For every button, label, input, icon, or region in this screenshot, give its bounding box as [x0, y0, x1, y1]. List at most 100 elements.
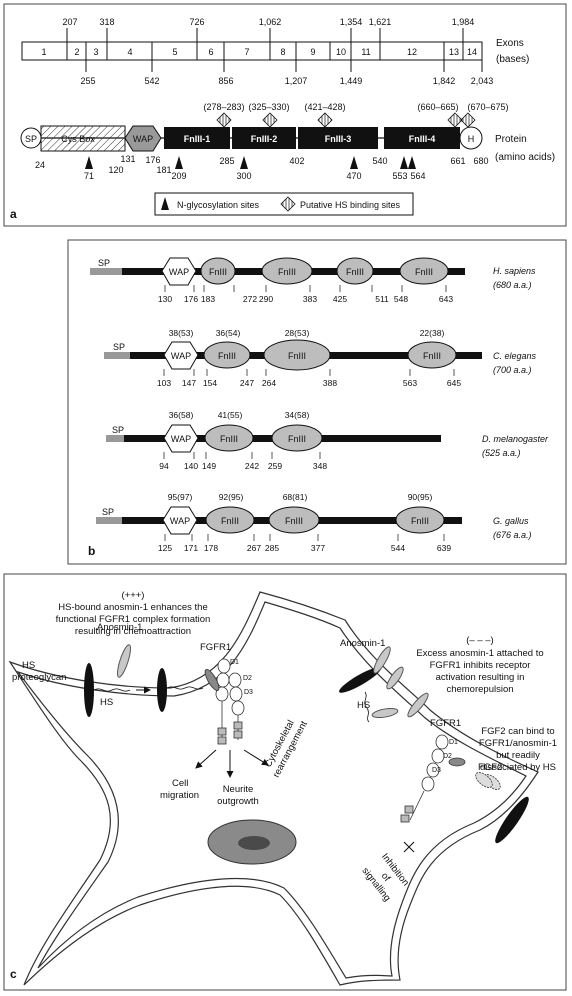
neurite-outgrowth-label: outgrowth — [217, 796, 259, 807]
position-label: 149 — [202, 461, 216, 471]
similarity-score: 95(97) — [168, 492, 193, 502]
similarity-score: 38(53) — [169, 328, 194, 338]
domain-label-d3: D3 — [432, 767, 441, 774]
exon-number: 14 — [467, 47, 477, 57]
fgf2-note-line: FGFR1/anosmin-1 — [479, 738, 557, 749]
n-glycosylation-icon — [175, 156, 183, 169]
position-label: 94 — [159, 461, 169, 471]
hs-left-label: HS — [100, 697, 113, 708]
species-length: (525 a.a.) — [482, 448, 521, 458]
position-label: 130 — [158, 294, 172, 304]
sp-label: SP — [25, 134, 37, 144]
similarity-score: 36(54) — [216, 328, 241, 338]
position-label: 563 — [403, 378, 417, 388]
sp-label: SP — [102, 507, 114, 517]
position-label: 377 — [311, 543, 325, 553]
hs-proteoglycan — [339, 667, 381, 693]
signal-peptide — [96, 517, 122, 524]
anosmin-1 — [373, 646, 391, 674]
fgf2-note-line: FGF2 can bind to — [481, 726, 554, 737]
exon-number: 2 — [74, 47, 79, 57]
position-label: 140 — [184, 461, 198, 471]
exon-number: 6 — [208, 47, 213, 57]
fn3-label: FnIII-3 — [325, 134, 352, 144]
wap-domain — [163, 341, 199, 370]
position-label: 259 — [268, 461, 282, 471]
exon-number: 7 — [244, 47, 249, 57]
n-glycosylation-icon — [161, 197, 169, 210]
hs-proteoglycan-label: proteoglycan — [12, 672, 66, 683]
fniii-domain — [407, 341, 457, 369]
fniii-label: FnIII — [209, 267, 227, 277]
hs-binding-icon — [280, 196, 296, 212]
right-text-line: Excess anosmin-1 attached to — [416, 648, 543, 659]
hs-range: (278–283) — [203, 102, 244, 112]
protein-label: Protein — [495, 134, 527, 145]
exon-top-label: 318 — [99, 17, 114, 27]
right-text-line: activation resulting in — [436, 672, 525, 683]
position-label: 71 — [84, 171, 94, 181]
cysbox-domain — [40, 125, 126, 152]
species-length: (700 a.a.) — [493, 365, 532, 375]
cell-migration-label: Cell — [172, 778, 188, 789]
hs-range: (421–428) — [304, 102, 345, 112]
fn2-domain — [232, 127, 296, 149]
left-text-line: HS-bound anosmin-1 enhances the — [58, 602, 207, 613]
hs-range: (670–675) — [467, 102, 508, 112]
exon-top-label: 1,062 — [259, 17, 282, 27]
exons-label: Exons — [496, 38, 524, 49]
anosmin-left-label: Anosmin-1 — [97, 622, 142, 633]
fniii-domain — [203, 341, 251, 369]
bases-label: (bases) — [496, 54, 529, 65]
position-label: 402 — [289, 156, 304, 166]
hs-binding-icons — [216, 112, 476, 128]
exon-bottom-label: 1,449 — [340, 76, 363, 86]
position-label: 183 — [201, 294, 215, 304]
position-label: 643 — [439, 294, 453, 304]
position-label: 264 — [262, 378, 276, 388]
domain-label-d2: D2 — [243, 675, 252, 682]
position-label: 171 — [184, 543, 198, 553]
fniii-label: FnIII — [278, 267, 296, 277]
species-length: (676 a.a.) — [493, 530, 532, 540]
position-label: 540 — [372, 156, 387, 166]
fn4-label: FnIII-4 — [409, 134, 436, 144]
fniii-domain — [204, 424, 254, 452]
fniii-domain — [200, 257, 236, 285]
species-name: G. gallus — [493, 516, 529, 526]
exon-top-label: 1,984 — [452, 17, 475, 27]
hs-proteoglycan — [495, 796, 529, 844]
fniii-label: FnIII — [411, 516, 429, 526]
hs-chain — [166, 686, 204, 690]
legend: N-glycosylation sites Putative HS bindin… — [154, 192, 414, 216]
fn3-domain — [298, 127, 378, 149]
exon-number: 9 — [310, 47, 315, 57]
fniii-domain — [261, 257, 313, 285]
cell-membrane-inner — [16, 601, 527, 979]
hs-proteoglycan-label: HS — [22, 660, 35, 671]
position-label: 267 — [247, 543, 261, 553]
similarity-score: 22(38) — [420, 328, 445, 338]
neurite-outgrowth-label: Neurite — [223, 784, 254, 795]
fniii-label: FnIII — [221, 516, 239, 526]
exon-bottom-label: 255 — [80, 76, 95, 86]
hs-range: (325–330) — [248, 102, 289, 112]
sp-label: SP — [112, 425, 124, 435]
right-text-line: chemorepulsion — [446, 684, 513, 695]
cell-membrane-outer — [8, 591, 539, 986]
position-label: 209 — [171, 171, 186, 181]
fgf2-molecule — [475, 772, 493, 788]
position-label: 181 — [156, 165, 171, 175]
fn4-domain — [384, 127, 460, 149]
wap-domain — [161, 257, 197, 286]
similarity-score: 92(95) — [219, 492, 244, 502]
position-label: 131 — [120, 154, 135, 164]
signal-peptide — [104, 352, 130, 359]
species-name: D. melanogaster — [482, 434, 549, 444]
legend-nglyc-label: N-glycosylation sites — [177, 200, 260, 210]
wap-label: WAP — [169, 267, 189, 277]
exon-bottom-label: 542 — [144, 76, 159, 86]
position-label: 564 — [410, 171, 425, 181]
fniii-label: FnIII — [415, 267, 433, 277]
position-label: 24 — [35, 160, 45, 170]
